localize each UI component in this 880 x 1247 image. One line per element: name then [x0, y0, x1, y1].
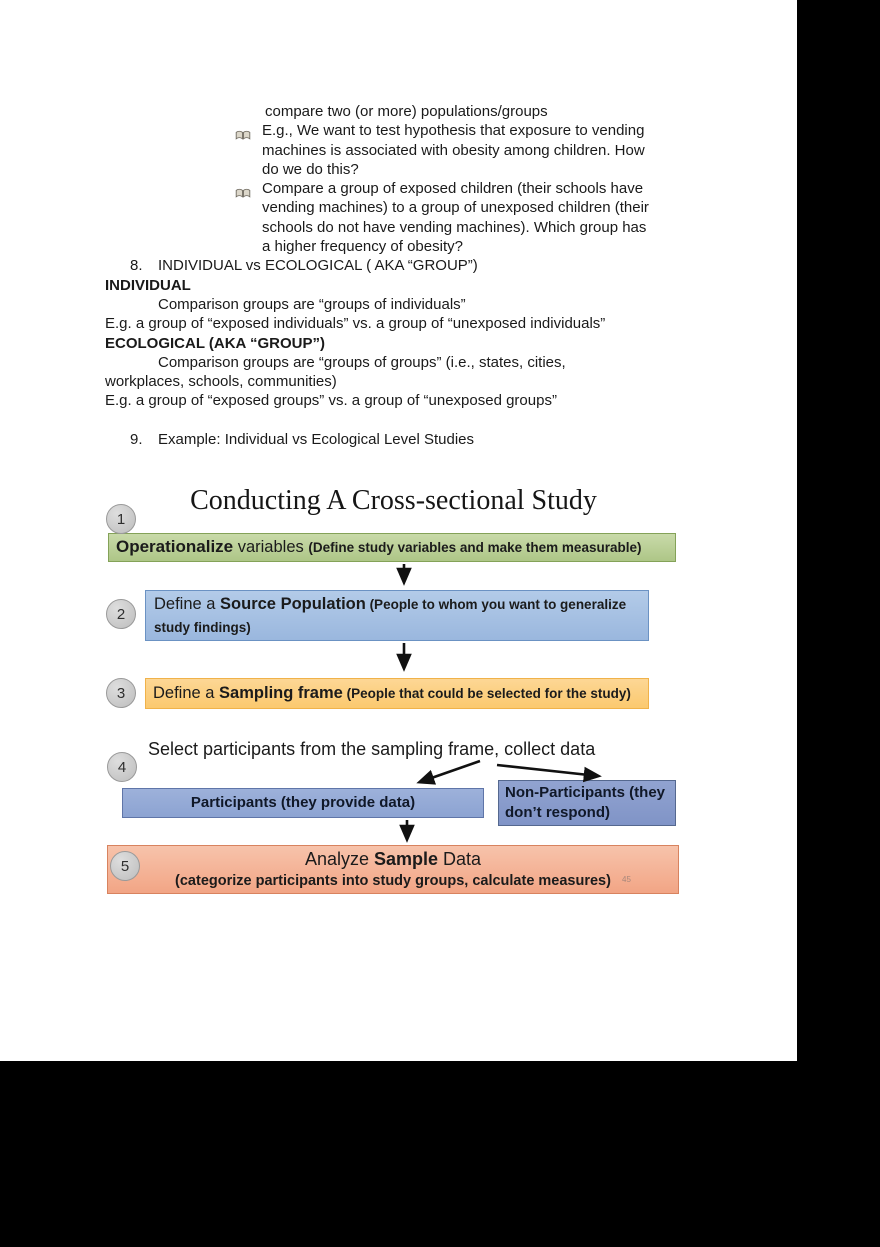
- slide-number: 45: [622, 875, 631, 884]
- blank-line: [105, 411, 705, 430]
- step-1-rest: variables: [233, 538, 309, 556]
- step-number: 4: [117, 758, 127, 776]
- bullet-item: E.g., We want to test hypothesis that ex…: [105, 121, 705, 141]
- step-number: 5: [120, 857, 130, 875]
- bullet-text-line: machines is associated with obesity amon…: [262, 141, 645, 159]
- body-line: E.g. a group of “exposed groups” vs. a g…: [105, 392, 557, 410]
- bullet-text-line: vending machines) to a group of unexpose…: [262, 199, 649, 217]
- bullet-text-line: a higher frequency of obesity?: [262, 238, 463, 256]
- heading-individual: INDIVIDUAL: [105, 276, 191, 294]
- step-4-circle: 4: [107, 752, 137, 782]
- book-icon: [235, 126, 251, 141]
- list-number: 9.: [130, 431, 143, 449]
- step-2-bar: Define a Source Population (People to wh…: [145, 590, 649, 641]
- step-4-label: Select participants from the sampling fr…: [148, 739, 596, 759]
- paragraph-line: compare two (or more) populations/groups: [265, 103, 548, 120]
- step-number: 3: [116, 684, 126, 702]
- bullet-text: E.g., We want to test hypothesis that ex…: [262, 122, 645, 140]
- step-2-paren-line2: study findings): [154, 620, 251, 635]
- list-text: Example: Individual vs Ecological Level …: [158, 431, 475, 449]
- bullet-item: Compare a group of exposed children (the…: [105, 179, 705, 198]
- bullet-text: Compare a group of exposed children (the…: [262, 180, 644, 198]
- book-icon: [235, 184, 251, 198]
- step-5-circle: 5: [110, 851, 140, 881]
- bullet-text-line: do we do this?: [262, 160, 359, 178]
- step-2-circle: 2: [106, 599, 136, 629]
- step-3-bar: Define a Sampling frame (People that cou…: [145, 678, 649, 709]
- step-5-line1: Analyze Sample Data: [108, 848, 678, 871]
- body-line: workplaces, schools, communities): [105, 373, 337, 391]
- body-line: Comparison groups are “groups of individ…: [158, 295, 466, 313]
- step-5-post: Data: [438, 849, 482, 869]
- step-number: 1: [116, 510, 126, 528]
- document-page: compare two (or more) populations/groups…: [0, 0, 797, 1061]
- body-line: E.g. a group of “exposed individuals” vs…: [105, 315, 606, 333]
- step-2-bold: Source Population: [220, 595, 366, 613]
- arrow-to-participants: [416, 759, 481, 785]
- step-5-line2: (categorize participants into study grou…: [175, 873, 611, 889]
- arrow-to-non-participants: [496, 763, 602, 783]
- participants-box: Participants (they provide data): [122, 788, 484, 818]
- body-line: Comparison groups are “groups of groups”…: [158, 353, 566, 371]
- step-2-pre: Define a: [154, 595, 221, 613]
- list-item-9: 9. Example: Individual vs Ecological Leve…: [105, 430, 705, 449]
- bullet-text-line: schools do not have vending machines). W…: [262, 218, 647, 236]
- list-text: INDIVIDUAL vs ECOLOGICAL ( AKA “GROUP”): [158, 257, 478, 275]
- step-1-paren: (Define study variables and make them me…: [308, 540, 642, 555]
- step-3-pre: Define a: [153, 684, 220, 702]
- step-1-bar: Operationalize variables (Define study v…: [108, 533, 676, 562]
- step-3-circle: 3: [106, 678, 136, 708]
- step-2-paren: (People to whom you want to generalize: [365, 597, 627, 612]
- document-text: compare two (or more) populations/groups…: [105, 102, 705, 449]
- step-3-bold: Sampling frame: [219, 684, 343, 702]
- heading-ecological: ECOLOGICAL (AKA “GROUP”): [105, 334, 325, 352]
- step-5-bar: Analyze Sample Data (categorize particip…: [107, 845, 679, 894]
- diagram-title: Conducting A Cross-sectional Study: [190, 485, 597, 516]
- step-3-paren: (People that could be selected for the s…: [342, 686, 631, 701]
- step-1-bold: Operationalize: [116, 537, 234, 556]
- step-number: 2: [116, 605, 126, 623]
- step-5-bold: Sample: [373, 849, 439, 869]
- step-1-circle: 1: [106, 504, 136, 534]
- list-item-8: 8. INDIVIDUAL vs ECOLOGICAL ( AKA “GROUP”…: [105, 256, 705, 275]
- step-5-pre: Analyze: [304, 849, 374, 869]
- list-number: 8.: [130, 257, 143, 275]
- non-participants-box: Non-Participants (they don’t respond): [498, 780, 676, 826]
